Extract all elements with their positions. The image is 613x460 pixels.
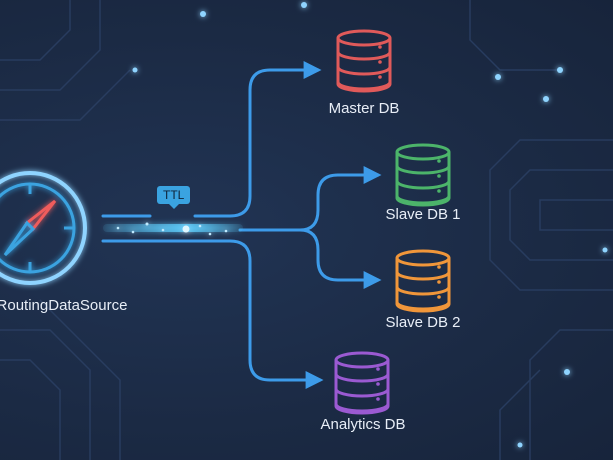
connectors [101,61,382,389]
database-icon-master [336,29,392,93]
router-label: RoutingDataSource [0,297,128,314]
connector-analytics [101,239,324,389]
data-beam [103,222,243,236]
db-label-analytics: Analytics DB [320,416,406,433]
connector-master [228,61,322,218]
node-dots [132,2,608,448]
connector-slave2 [298,228,382,289]
db-label-slave1: Slave DB 1 [385,206,461,223]
database-icon-slave2 [395,249,451,313]
connector-slaves-trunk [238,166,382,232]
compass-icon [0,171,87,285]
ttl-badge: TTL [157,186,191,209]
db-label-slave2: Slave DB 2 [385,314,461,331]
db-label-master: Master DB [328,100,400,117]
database-icon-analytics [334,351,390,415]
database-icon-slave1 [395,143,451,207]
